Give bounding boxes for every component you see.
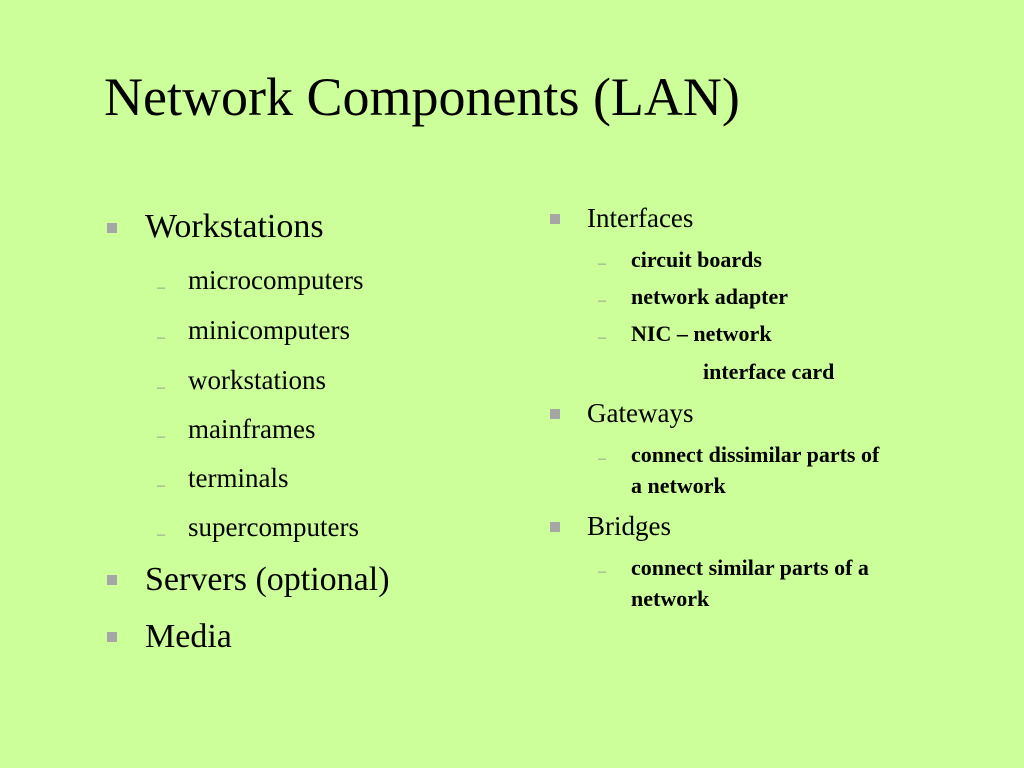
square-bullet-icon	[107, 223, 117, 233]
subitem-workstations: workstations	[188, 365, 326, 395]
dash-bullet-icon: –	[598, 292, 606, 309]
dash-bullet-icon: –	[157, 428, 165, 445]
square-bullet-icon	[550, 214, 560, 224]
dash-bullet-icon: –	[598, 450, 606, 467]
subitem-terminals: terminals	[188, 463, 289, 493]
slide-title: Network Components (LAN)	[104, 67, 740, 127]
bullet-bridges: Bridges	[587, 511, 671, 541]
dash-bullet-icon: –	[157, 279, 165, 296]
subitem-gateways-desc-continued: a network	[631, 473, 726, 498]
bullet-workstations: Workstations	[145, 208, 324, 245]
subitem-supercomputers: supercomputers	[188, 512, 359, 542]
square-bullet-icon	[107, 575, 117, 585]
bullet-interfaces: Interfaces	[587, 203, 694, 233]
subitem-microcomputers: microcomputers	[188, 265, 364, 295]
dash-bullet-icon: –	[598, 255, 606, 272]
bullet-servers: Servers (optional)	[145, 561, 390, 598]
dash-bullet-icon: –	[157, 329, 165, 346]
square-bullet-icon	[550, 522, 560, 532]
subitem-nic: NIC – network	[631, 321, 772, 346]
subitem-mainframes: mainframes	[188, 414, 316, 444]
dash-bullet-icon: –	[598, 329, 606, 346]
subitem-gateways-desc: connect dissimilar parts of	[631, 442, 880, 467]
dash-bullet-icon: –	[157, 379, 165, 396]
subitem-circuit-boards: circuit boards	[631, 247, 762, 272]
dash-bullet-icon: –	[598, 563, 606, 580]
subitem-nic-continued: interface card	[703, 359, 835, 384]
subitem-network-adapter: network adapter	[631, 284, 789, 309]
square-bullet-icon	[550, 409, 560, 419]
subitem-bridges-desc-continued: network	[631, 586, 710, 611]
subitem-minicomputers: minicomputers	[188, 315, 350, 345]
dash-bullet-icon: –	[157, 526, 165, 543]
square-bullet-icon	[107, 632, 117, 642]
bullet-gateways: Gateways	[587, 398, 694, 428]
dash-bullet-icon: –	[157, 477, 165, 494]
bullet-media: Media	[145, 618, 232, 655]
subitem-bridges-desc: connect similar parts of a	[631, 555, 869, 580]
